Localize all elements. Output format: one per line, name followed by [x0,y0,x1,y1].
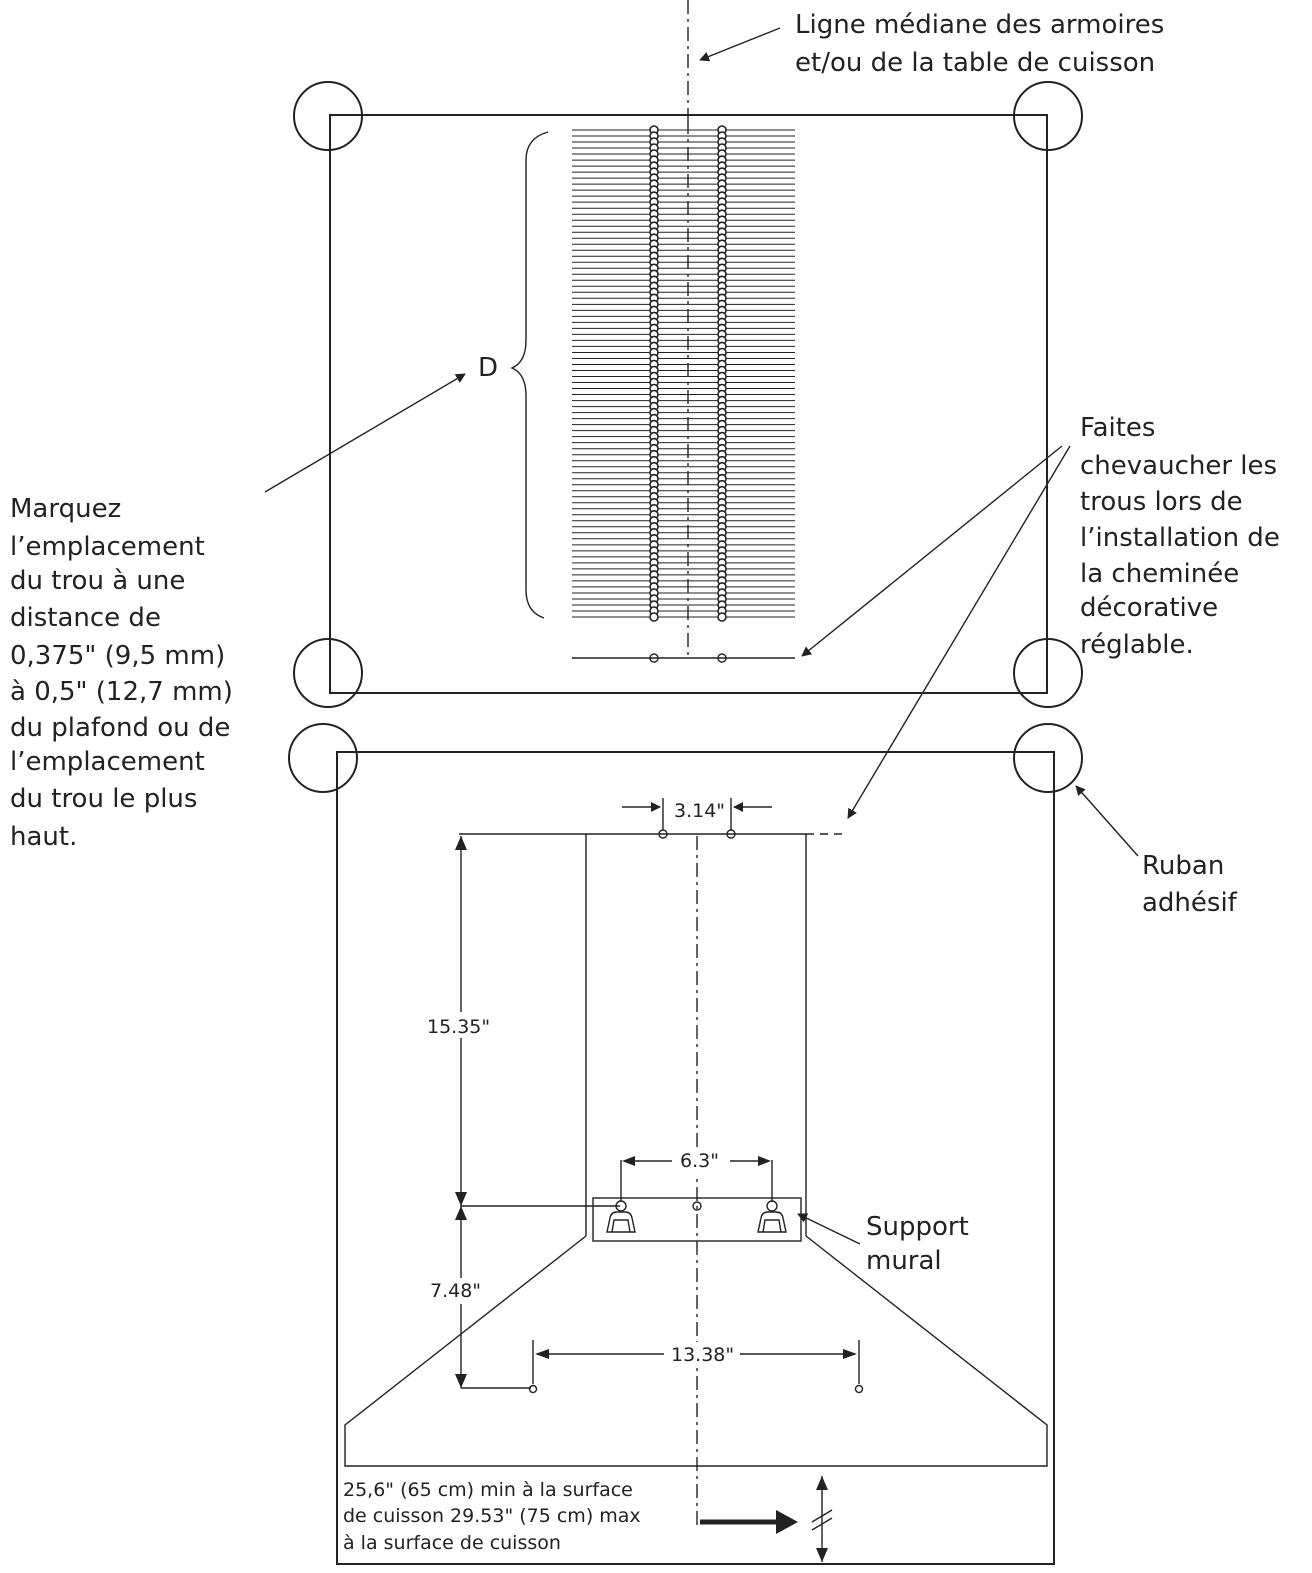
overlap-leader-upper [801,445,1063,657]
dim-13-38-arrow [535,1349,549,1359]
clearance-arrowhead [776,1510,798,1534]
wall-bracket-leader [797,1213,861,1245]
hole-marker [649,612,659,622]
tape-circle [293,81,363,151]
bracket-hole [766,1200,778,1212]
mark-hole-text: Marquez l’emplacement du trou à une dist… [10,494,241,852]
dim-13-38-arrow [843,1349,857,1359]
hood-canopy [344,1235,1048,1467]
dim-7-48-bg [426,1278,492,1304]
bracket-hole [615,1200,627,1212]
overlap-text: Faites chevaucher les trous lors de l’in… [1080,413,1288,660]
dim-vertical-arrow [455,1206,467,1220]
tape-circle [1013,638,1083,708]
dim-7-48-label: 7.48" [430,1280,481,1302]
wall-bracket-text: Support mural [866,1212,977,1276]
bottom-hole [854,1384,864,1394]
dim-3-14-label: 3.14" [674,800,725,822]
bracket-hole [692,1201,702,1211]
upper-bottom-hole [717,653,727,663]
dim-vertical-arrow [455,836,467,850]
centerline-leader [699,27,781,62]
dim-15-35-label: 15.35" [427,1016,490,1038]
upper-template-panel [329,114,1048,694]
d-brace [510,131,549,619]
mark-hole-leader [264,373,466,493]
tape-circle [1013,81,1083,151]
clearance-break [811,1509,833,1523]
upper-bottom-hole [649,653,659,663]
overlap-leader-lower [847,445,1071,819]
hole-marker [717,612,727,622]
tape-leader [1075,785,1139,857]
centerline-label: Ligne médiane des armoires et/ou de la t… [795,10,1173,78]
dim-6-3-arrow [758,1156,771,1166]
dim-vertical-arrow [455,1192,467,1206]
clearance-vertical-arrow [816,1476,828,1490]
clearance-break [811,1517,833,1531]
dim-15-35-bg [422,1012,498,1038]
bracket-hook [757,1211,787,1233]
dim-6-3-bg [672,1148,730,1174]
hole-rows [572,125,795,622]
dim-13-38-bg [664,1342,740,1368]
bottom-hole [528,1384,538,1394]
bracket-hook [606,1211,636,1233]
tape-circle [288,723,358,793]
tape-circle [293,638,363,708]
dim-vertical-arrow [455,1374,467,1388]
d-marker-label: D [478,353,498,383]
tape-circle [1013,723,1083,793]
dim-6-3-label: 6.3" [680,1150,719,1172]
clearance-vertical-arrow [816,1548,828,1562]
clearance-text: 25,6" (65 cm) min à la surface de cuisso… [343,1479,647,1554]
lower-template-panel [336,751,1055,1565]
tape-text: Ruban adhésif [1142,851,1238,918]
dim-6-3-arrow [622,1156,635,1166]
dim-13-38-label: 13.38" [671,1344,734,1366]
